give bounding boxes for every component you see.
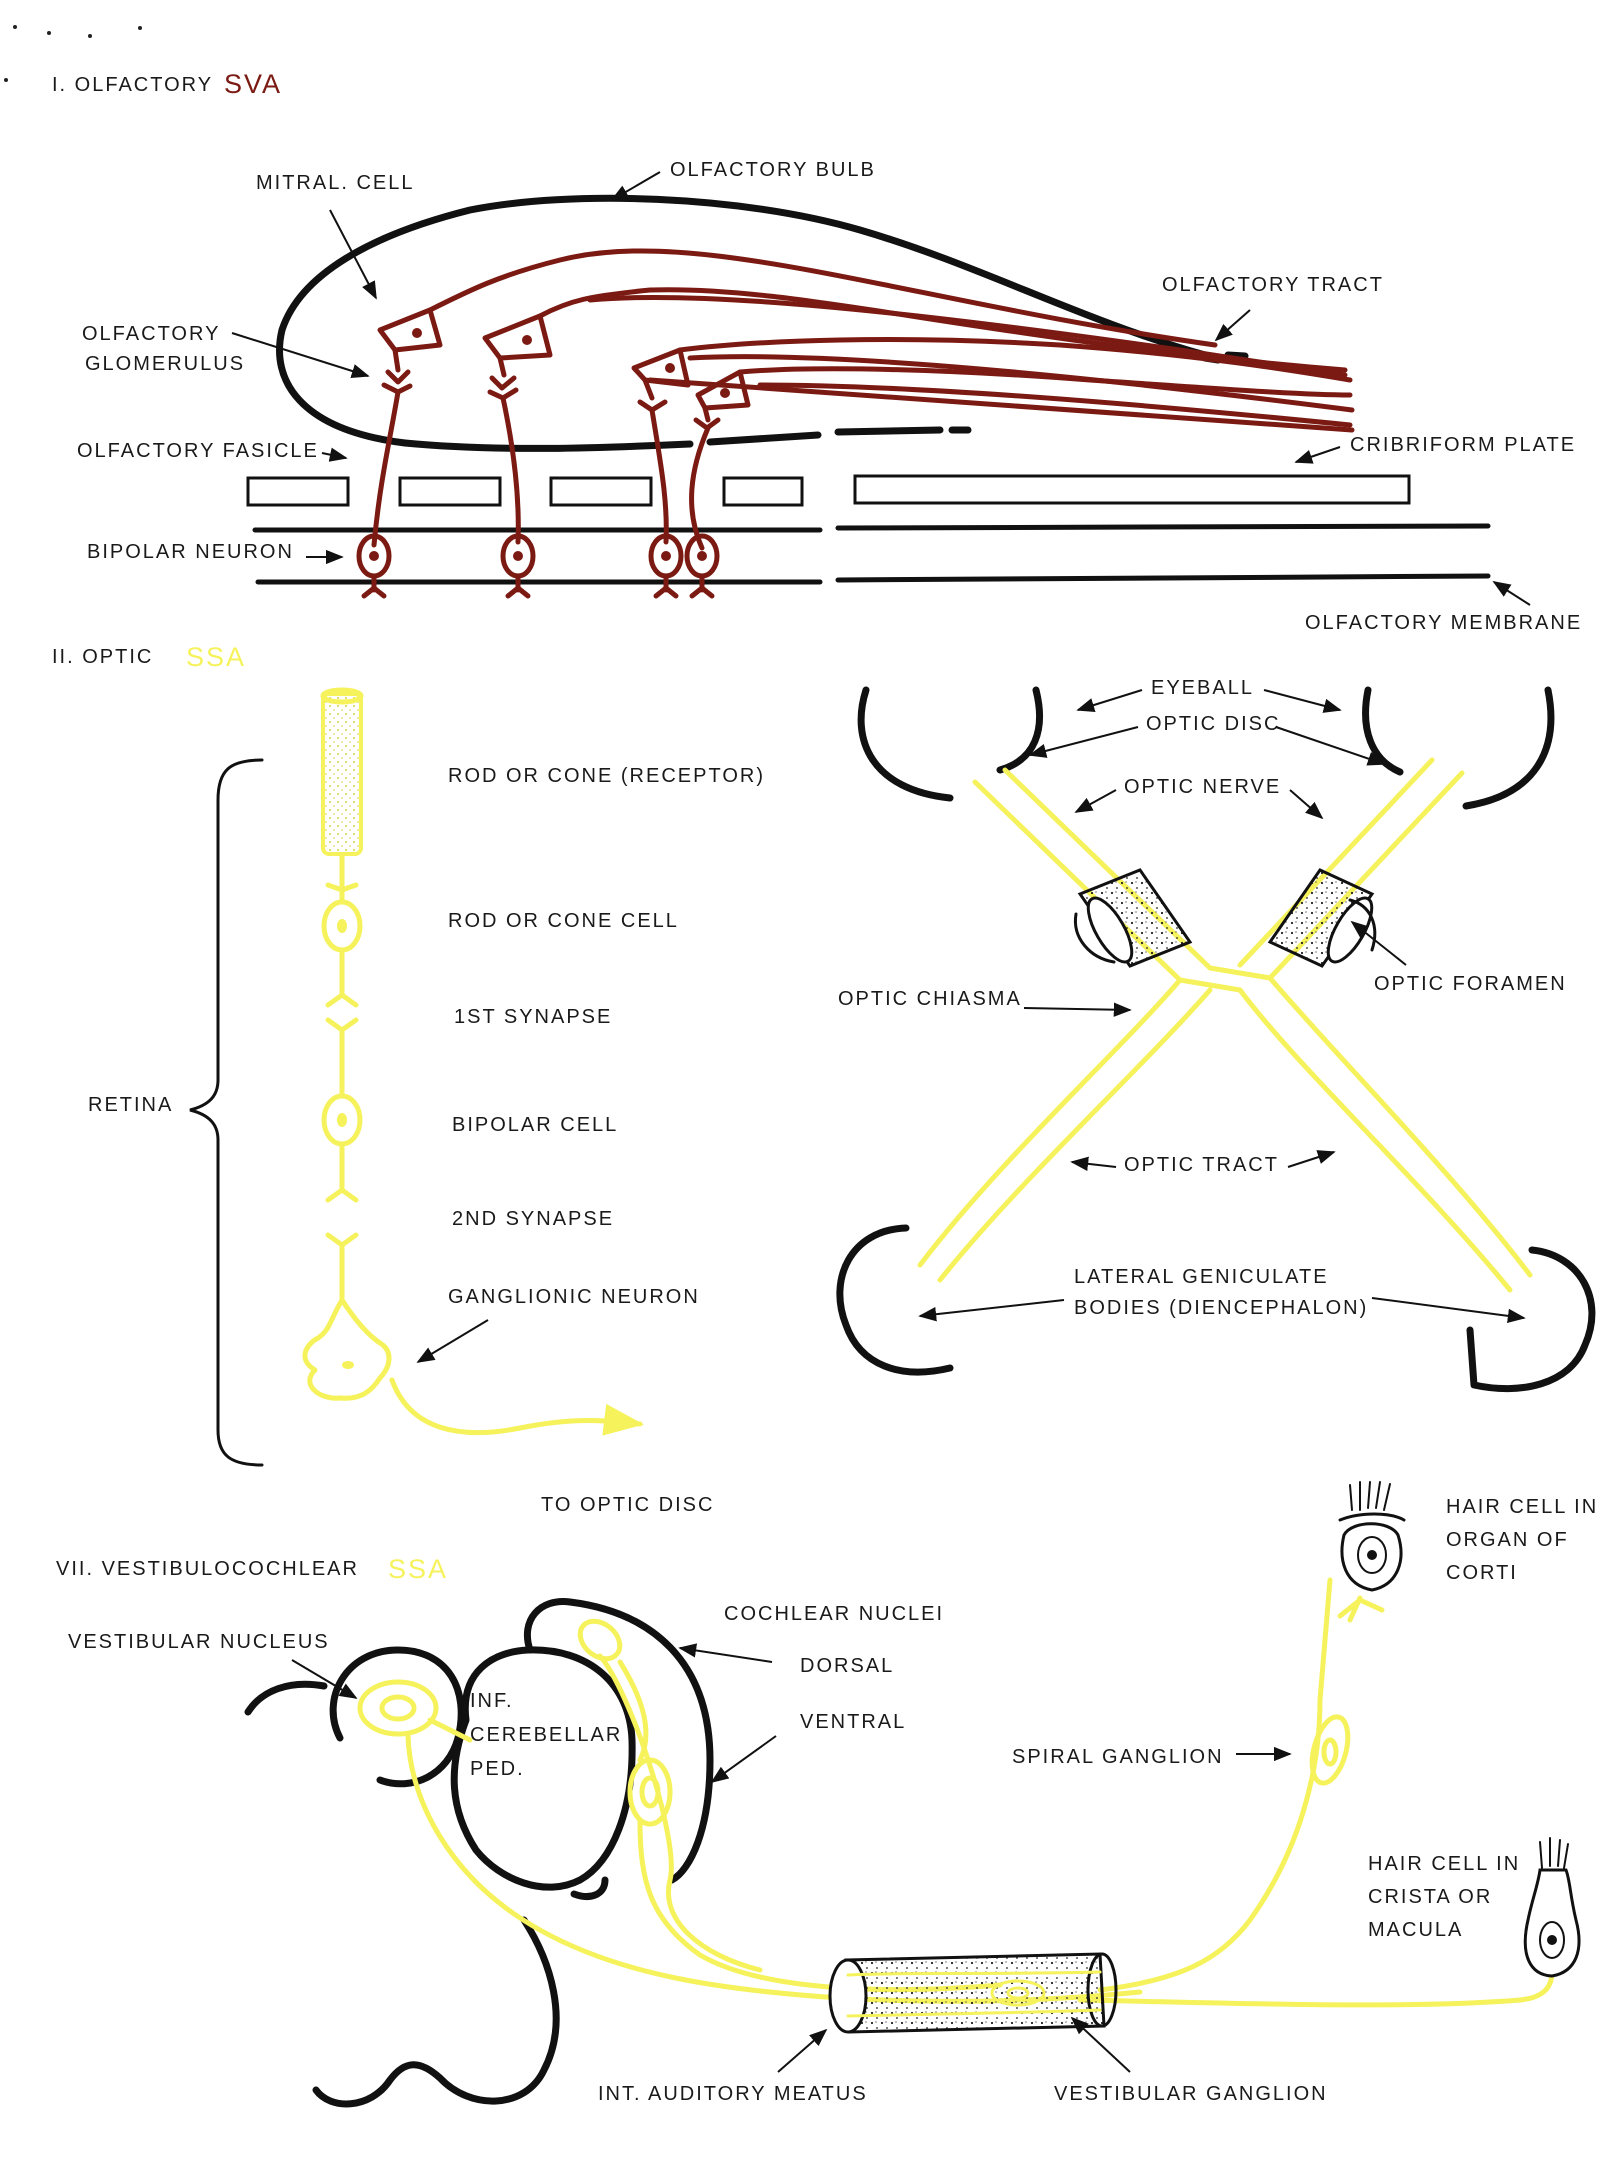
optic-title: II. OPTIC (52, 646, 153, 668)
hair-cell-corti (1338, 1481, 1406, 1592)
label-first-synapse: 1ST SYNAPSE (454, 1006, 612, 1028)
lgb-right (1466, 1246, 1596, 1393)
hair-cell-crista (1523, 1837, 1581, 1978)
brainstem-left-edge (244, 1680, 328, 1716)
vestibulocochlear-section: VII. VESTIBULOCOCHLEAR SSA (56, 1481, 1598, 2108)
label-retina: RETINA (88, 1094, 173, 1116)
label-glomerulus-2: GLOMERULUS (85, 353, 245, 375)
label-cochlear-nuclei: COCHLEAR NUCLEI (724, 1603, 944, 1625)
eyeball-right (1462, 686, 1555, 810)
olfactory-title: I. OLFACTORY (52, 74, 213, 96)
label-ventral: VENTRAL (800, 1711, 906, 1733)
label-bipolar-neuron: BIPOLAR NEURON (87, 541, 294, 563)
label-to-optic-disc: TO OPTIC DISC (541, 1494, 714, 1516)
optic-modality: SSA (186, 642, 246, 672)
olfactory-membrane-bottom (255, 573, 1491, 585)
optic-section: II. OPTIC SSA ROD OR CONE (RECEPTOR) ROD… (52, 642, 1596, 1516)
label-rod-cell: ROD OR CONE CELL (448, 910, 679, 932)
label-ganglionic-neuron: GANGLIONIC NEURON (448, 1286, 700, 1308)
label-hair-crista-3: MACULA (1368, 1919, 1463, 1941)
label-optic-nerve: OPTIC NERVE (1124, 776, 1281, 798)
label-second-synapse: 2ND SYNAPSE (452, 1208, 614, 1230)
label-hair-corti-3: CORTI (1446, 1562, 1518, 1584)
eyeball-right-inner (1362, 686, 1404, 776)
label-hair-corti-1: HAIR CELL IN (1446, 1496, 1598, 1518)
label-eyeball: EYEBALL (1151, 677, 1254, 699)
label-olfactory-membrane: OLFACTORY MEMBRANE (1305, 612, 1582, 634)
label-dorsal: DORSAL (800, 1655, 894, 1677)
vc-fibres (405, 1577, 1555, 2008)
olfactory-bulb-base (401, 439, 694, 452)
label-lgb-line2: BODIES (DIENCEPHALON) (1074, 1297, 1368, 1319)
label-olfactory-bulb: OLFACTORY BULB (670, 159, 876, 181)
optic-foramen-right (1267, 868, 1377, 968)
vestibular-nucleus-outline (329, 1646, 465, 1788)
olfactory-membrane-top (252, 523, 1491, 533)
olfactory-section: I. OLFACTORY SVA (52, 69, 1582, 634)
label-optic-foramen: OPTIC FORAMEN (1374, 973, 1567, 995)
retina-chain (302, 687, 644, 1436)
label-optic-chiasma: OPTIC CHIASMA (838, 988, 1022, 1010)
cribriform-top (834, 426, 972, 436)
label-icp-3: PED. (470, 1758, 525, 1780)
brainstem-lower (570, 1876, 609, 1900)
label-lgb-line1: LATERAL GENICULATE (1074, 1266, 1329, 1288)
olfactory-modality: SVA (224, 69, 282, 99)
vc-modality: SSA (388, 1554, 448, 1584)
icp-outline (450, 1646, 636, 1891)
label-olfactory-tract: OLFACTORY TRACT (1162, 274, 1384, 296)
label-icp-1: INF. (470, 1690, 514, 1712)
label-cribriform-plate: CRIBRIFORM PLATE (1350, 434, 1576, 456)
label-hair-crista-1: HAIR CELL IN (1368, 1853, 1520, 1875)
label-hair-corti-2: ORGAN OF (1446, 1529, 1569, 1551)
olfactory-bulb-outline (276, 194, 1209, 447)
label-icp-2: CEREBELLAR (470, 1724, 622, 1746)
lgb-left (836, 1224, 954, 1376)
label-glomerulus-1: OLFACTORY (82, 323, 220, 345)
eyeball-left (857, 686, 954, 802)
label-rod-receptor: ROD OR CONE (RECEPTOR) (448, 765, 765, 787)
label-optic-tract: OPTIC TRACT (1124, 1154, 1279, 1176)
label-spiral-ganglion: SPIRAL GANGLION (1012, 1746, 1224, 1768)
label-mitral-cell: MITRAL. CELL (256, 172, 414, 194)
label-vestibular-nucleus: VESTIBULAR NUCLEUS (68, 1631, 330, 1653)
label-optic-disc: OPTIC DISC (1146, 713, 1280, 735)
cribriform-plate (246, 474, 1411, 507)
brainstem-bottom (312, 1916, 560, 2108)
retina-brace (189, 758, 264, 1467)
label-olfactory-fasicle: OLFACTORY FASICLE (77, 440, 319, 462)
optic-foramen-left (1073, 868, 1193, 968)
optic-pathway (917, 757, 1533, 1293)
label-bipolar-cell: BIPOLAR CELL (452, 1114, 618, 1136)
olfactory-neurons (356, 248, 1355, 599)
eyeball-left-inner (996, 686, 1043, 774)
olfactory-bulb-base-2 (706, 431, 822, 446)
label-int-auditory-meatus: INT. AUDITORY MEATUS (598, 2083, 868, 2105)
scan-dots (4, 25, 142, 82)
label-hair-crista-2: CRISTA OR (1368, 1886, 1492, 1908)
vc-title: VII. VESTIBULOCOCHLEAR (56, 1558, 359, 1580)
label-vestibular-ganglion: VESTIBULAR GANGLION (1054, 2083, 1328, 2105)
int-auditory-meatus (828, 1952, 1118, 2034)
